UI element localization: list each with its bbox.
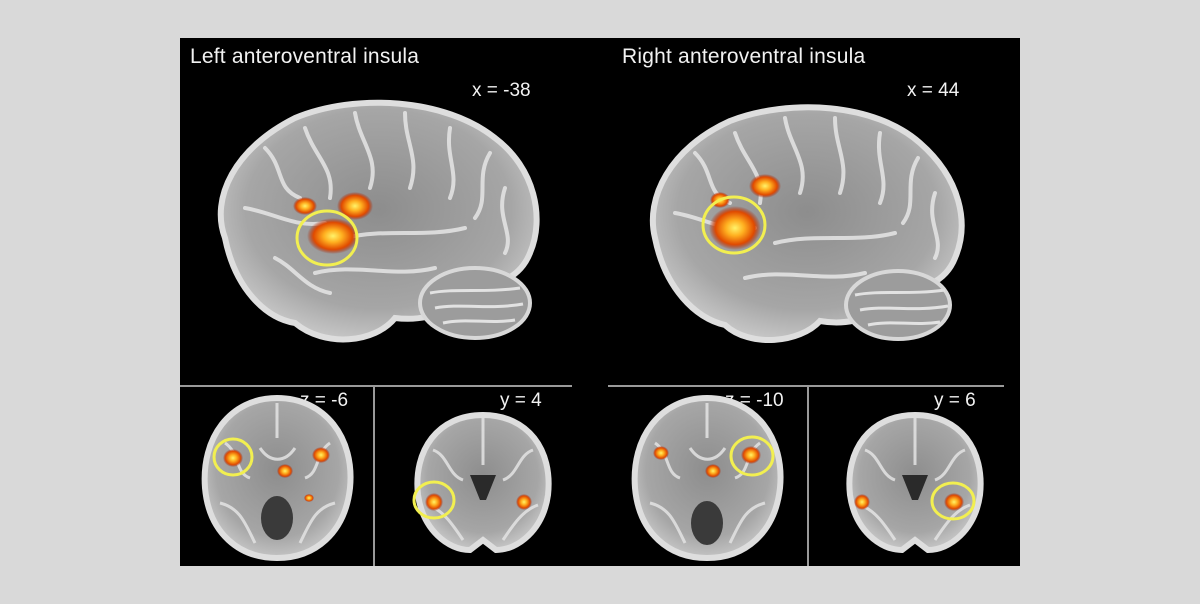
right-coronal-brain-image: [846, 411, 984, 554]
left-sagittal-coord: x = -38: [472, 80, 531, 101]
left-coronal-coord: y = 4: [500, 390, 542, 411]
right-divider-vertical: [807, 387, 809, 566]
right-coronal-coord: y = 6: [934, 390, 976, 411]
right-panel-title: Right anteroventral insula: [622, 45, 866, 68]
left-sagittal-brain-image: [217, 99, 540, 343]
right-sagittal-brain-image: [649, 104, 965, 344]
right-divider-horizontal: [608, 385, 1004, 387]
left-axial-brain-image: [201, 394, 354, 562]
left-panel-title: Left anteroventral insula: [190, 45, 420, 68]
left-divider-horizontal: [180, 385, 572, 387]
left-divider-vertical: [373, 387, 375, 566]
right-axial-brain-image: [631, 394, 784, 562]
right-sagittal-coord: x = 44: [907, 80, 960, 101]
left-coronal-brain-image: [412, 411, 552, 554]
brain-imaging-figure: Left anteroventral insula Right anterove…: [180, 38, 1020, 566]
